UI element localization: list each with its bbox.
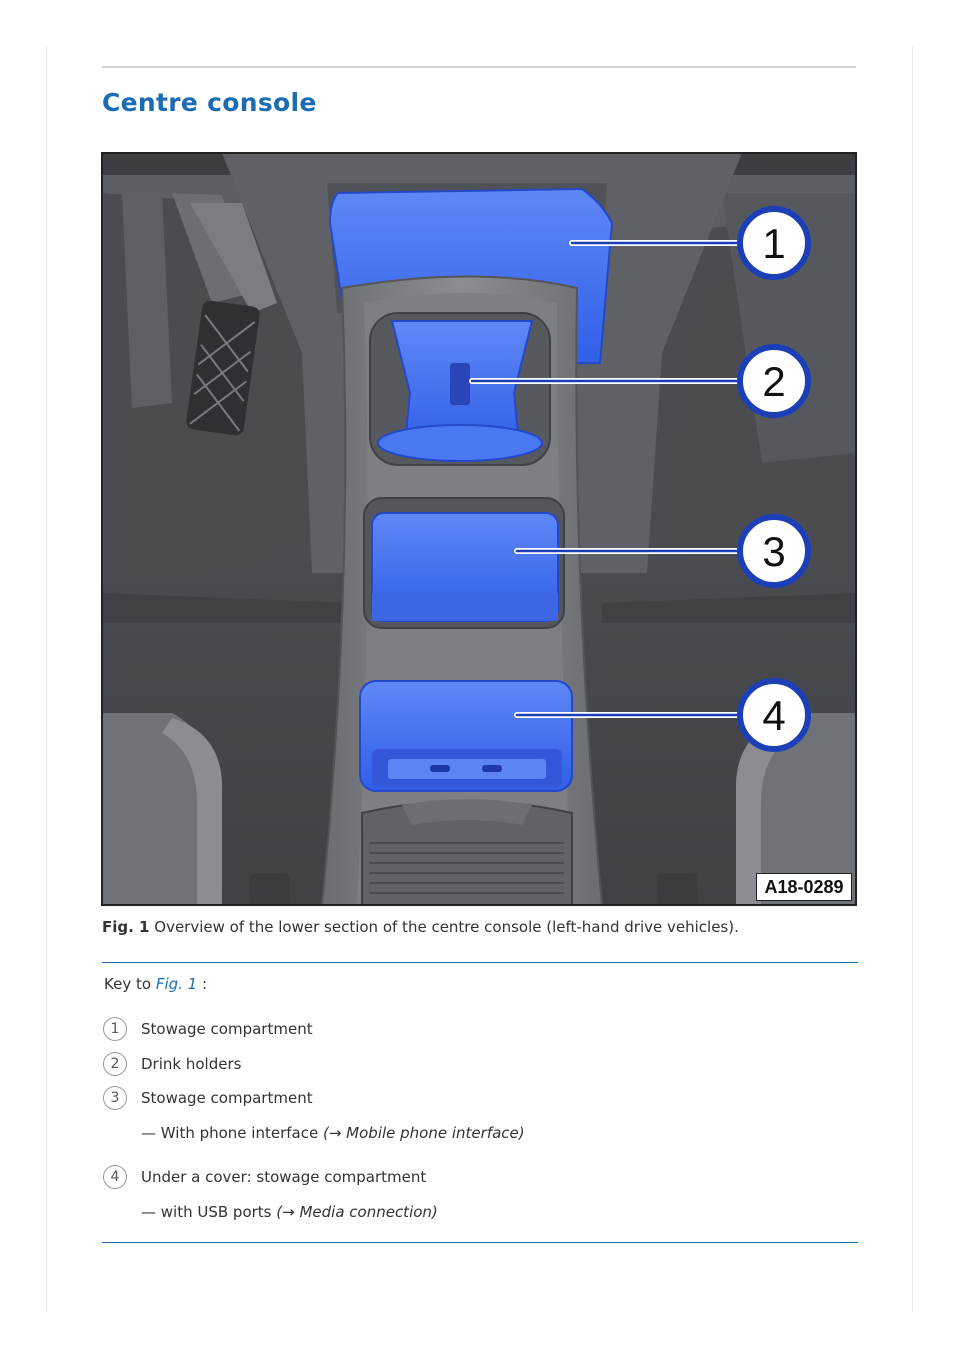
key-heading: Key to Fig. 1 : — [104, 975, 207, 993]
page-title: Centre console — [102, 88, 317, 117]
key-prefix: Key to — [104, 975, 152, 993]
key-label-4: Under a cover: stowage compartment — [141, 1168, 427, 1186]
key-number-1: 1 — [103, 1017, 127, 1041]
callout-3: 3 — [737, 514, 811, 588]
key-subitem-4: — with USB ports (→ Media connection) — [141, 1203, 438, 1221]
caption-text: Overview of the lower section of the cen… — [154, 918, 739, 936]
media-connection-link[interactable]: (→ Media connection) — [276, 1203, 438, 1221]
figure-caption: Fig. 1 Overview of the lower section of … — [102, 918, 862, 936]
centre-console-figure: 1 2 3 4 A18-0289 — [101, 152, 857, 906]
caption-fig-label: Fig. 1 — [102, 918, 150, 936]
callout-1-label: 1 — [762, 220, 785, 267]
key-suffix: : — [202, 975, 208, 993]
key-subtext-3: — With phone interface — [141, 1124, 319, 1142]
key-label-2: Drink holders — [141, 1055, 242, 1073]
key-subtext-4: — with USB ports — [141, 1203, 272, 1221]
callout-2-label: 2 — [762, 358, 785, 405]
figure-code: A18-0289 — [756, 873, 852, 901]
page-border-right — [912, 46, 913, 1312]
key-fig-link[interactable]: Fig. 1 — [155, 975, 198, 993]
callout-3-label: 3 — [762, 528, 785, 575]
callout-2: 2 — [737, 344, 811, 418]
callout-1: 1 — [737, 206, 811, 280]
callout-4: 4 — [737, 678, 811, 752]
page-border-left — [46, 46, 47, 1312]
section-rule-top — [102, 962, 858, 963]
key-number-4: 4 — [103, 1165, 127, 1189]
section-rule-bottom — [102, 1242, 858, 1243]
key-number-3: 3 — [103, 1086, 127, 1110]
mobile-phone-interface-link[interactable]: (→ Mobile phone interface) — [322, 1124, 525, 1142]
callout-4-label: 4 — [762, 692, 785, 739]
centre-console-illustration: 1 2 3 4 — [102, 153, 856, 905]
header-rule — [102, 66, 856, 68]
key-number-2: 2 — [103, 1052, 127, 1076]
key-subitem-3: — With phone interface (→ Mobile phone i… — [141, 1124, 525, 1142]
key-label-1: Stowage compartment — [141, 1020, 313, 1038]
key-label-3: Stowage compartment — [141, 1089, 313, 1107]
